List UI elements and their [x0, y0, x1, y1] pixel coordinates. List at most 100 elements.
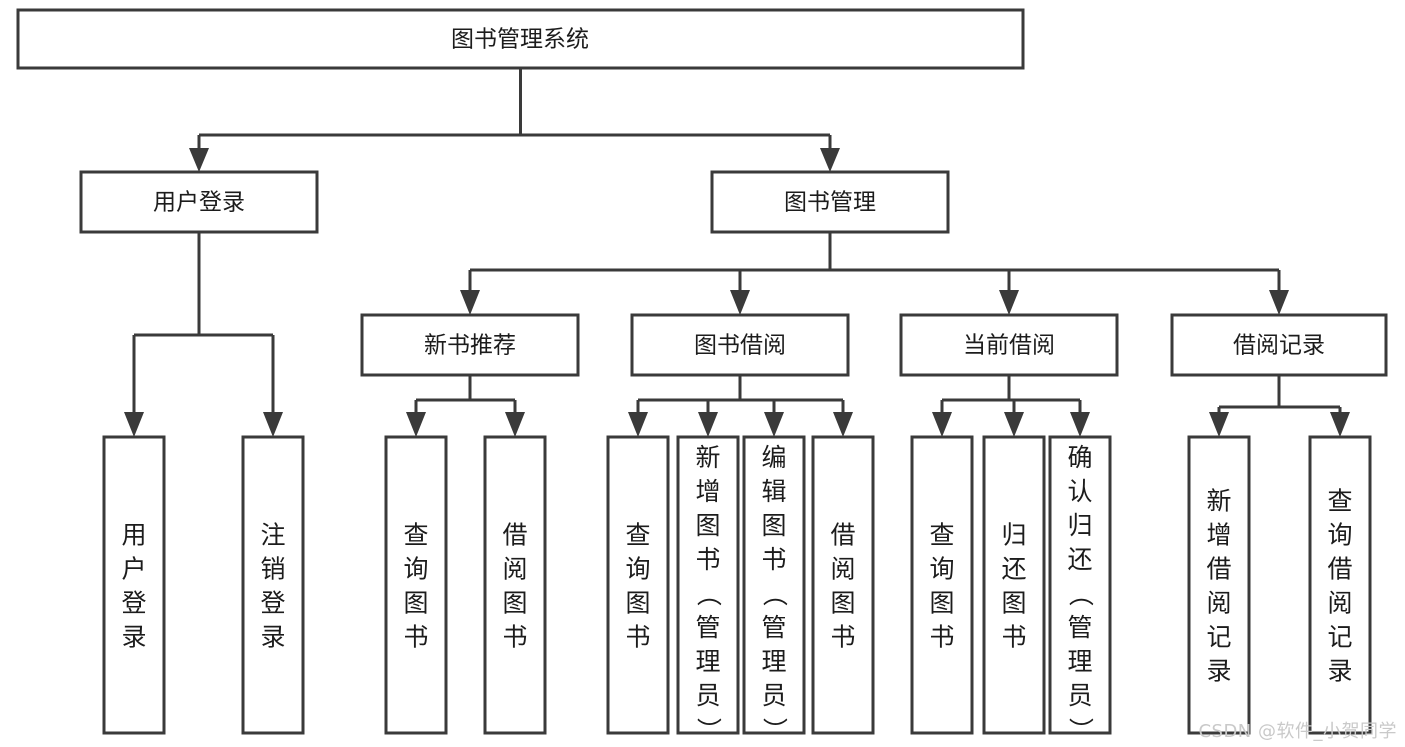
node-book-borrow[interactable]: 图书借阅	[630, 313, 850, 377]
leaf-glyph: 阅	[830, 555, 855, 584]
leaf-glyph: 图	[502, 589, 527, 618]
leaf-glyph: 借	[502, 521, 527, 550]
leaf-glyph: 询	[1327, 521, 1352, 550]
leaf-glyph: 询	[403, 555, 428, 584]
leaf-node-0-label: 用户登录	[121, 521, 146, 652]
leaf-glyph: ）	[760, 717, 789, 742]
leaf-node-3-box[interactable]	[483, 435, 547, 735]
leaf-glyph: 查	[929, 521, 954, 550]
leaf-glyph: 阅	[1206, 589, 1231, 618]
arrow-head-currentborrow-leaf-3	[1070, 412, 1090, 437]
leaf-node-0-box[interactable]	[102, 435, 166, 735]
leaf-glyph: 记	[1206, 623, 1231, 652]
arrow-head-leaf-logout	[263, 412, 283, 437]
node-user-login[interactable]: 用户登录	[79, 170, 319, 234]
leaf-glyph: 图	[403, 589, 428, 618]
leaf-glyph: 管	[1067, 613, 1092, 642]
leaf-glyph: 归	[1067, 511, 1092, 540]
leaf-glyph: 登	[121, 589, 146, 618]
arrow-head-user-login	[189, 148, 209, 172]
leaf-glyph: 录	[1327, 657, 1352, 686]
node-book-borrow-box[interactable]	[630, 313, 850, 377]
leaf-glyph: 查	[403, 521, 428, 550]
leaf-node-0[interactable]: 用户登录	[102, 435, 166, 735]
arrow-head-book-borrow	[730, 290, 750, 315]
connector-layer	[124, 68, 1350, 437]
node-user-login-box[interactable]	[79, 170, 319, 234]
leaf-node-6-box[interactable]	[742, 435, 806, 735]
leaf-node-4-box[interactable]	[606, 435, 670, 735]
leaf-glyph: 书	[1001, 623, 1026, 652]
leaf-glyph: 辑	[761, 477, 786, 506]
leaf-glyph: （	[1066, 581, 1095, 606]
leaf-glyph: 询	[625, 555, 650, 584]
leaf-glyph: 书	[695, 545, 720, 574]
leaf-glyph: 借	[830, 521, 855, 550]
leaf-glyph: 员	[1067, 681, 1092, 710]
arrow-head-leaf-user-login	[124, 412, 144, 437]
leaf-glyph: 新	[1206, 487, 1231, 516]
node-borrow-record-label: 借阅记录	[1233, 333, 1325, 359]
node-current-borrow-label: 当前借阅	[963, 333, 1055, 359]
leaf-glyph: 增	[695, 477, 720, 506]
leaf-node-10-box[interactable]	[1048, 435, 1112, 735]
node-borrow-record[interactable]: 借阅记录	[1170, 313, 1388, 377]
leaf-glyph: 用	[121, 521, 146, 550]
leaf-glyph: 阅	[1327, 589, 1352, 618]
leaf-node-11-box[interactable]	[1187, 435, 1251, 735]
node-book-management-box[interactable]	[710, 170, 950, 234]
leaf-node-1-box[interactable]	[241, 435, 305, 735]
leaf-glyph: 借	[1327, 555, 1352, 584]
leaf-glyph: 还	[1067, 545, 1092, 574]
leaf-glyph: （	[694, 581, 723, 606]
arrow-head-currentborrow-leaf-2	[1004, 412, 1024, 437]
node-root-box[interactable]	[16, 8, 1025, 70]
leaf-glyph: 书	[403, 623, 428, 652]
node-current-borrow-box[interactable]	[899, 313, 1119, 377]
leaf-glyph: 员	[695, 681, 720, 710]
leaf-node-8-box[interactable]	[910, 435, 974, 735]
node-current-borrow[interactable]: 当前借阅	[899, 313, 1119, 377]
node-user-login-label: 用户登录	[153, 190, 245, 216]
leaf-node-12-box[interactable]	[1308, 435, 1372, 735]
node-book-management[interactable]: 图书管理	[710, 170, 950, 234]
leaf-node-5-box[interactable]	[676, 435, 740, 735]
leaf-glyph: 图	[695, 511, 720, 540]
leaf-glyph: ）	[1066, 717, 1095, 742]
node-new-book-recommend[interactable]: 新书推荐	[360, 313, 580, 377]
node-book-management-label: 图书管理	[784, 190, 876, 216]
node-new-book-recommend-box[interactable]	[360, 313, 580, 377]
leaf-glyph: 书	[625, 623, 650, 652]
leaf-glyph: 图	[625, 589, 650, 618]
node-new-book-recommend-label: 新书推荐	[424, 333, 516, 359]
node-borrow-record-box[interactable]	[1170, 313, 1388, 377]
leaf-glyph: 查	[625, 521, 650, 550]
leaf-glyph: 认	[1067, 477, 1092, 506]
leaf-glyph: 询	[929, 555, 954, 584]
leaf-glyph: 增	[1206, 521, 1231, 550]
leaf-glyph: 图	[761, 511, 786, 540]
arrow-head-newbook-leaf-2	[505, 412, 525, 437]
arrow-head-borrow-record	[1269, 290, 1289, 315]
node-root[interactable]: 图书管理系统	[16, 8, 1025, 70]
leaf-node-9-box[interactable]	[982, 435, 1046, 735]
leaf-glyph: 录	[121, 623, 146, 652]
leaf-node-2-box[interactable]	[384, 435, 448, 735]
leaf-node-7-box[interactable]	[811, 435, 875, 735]
